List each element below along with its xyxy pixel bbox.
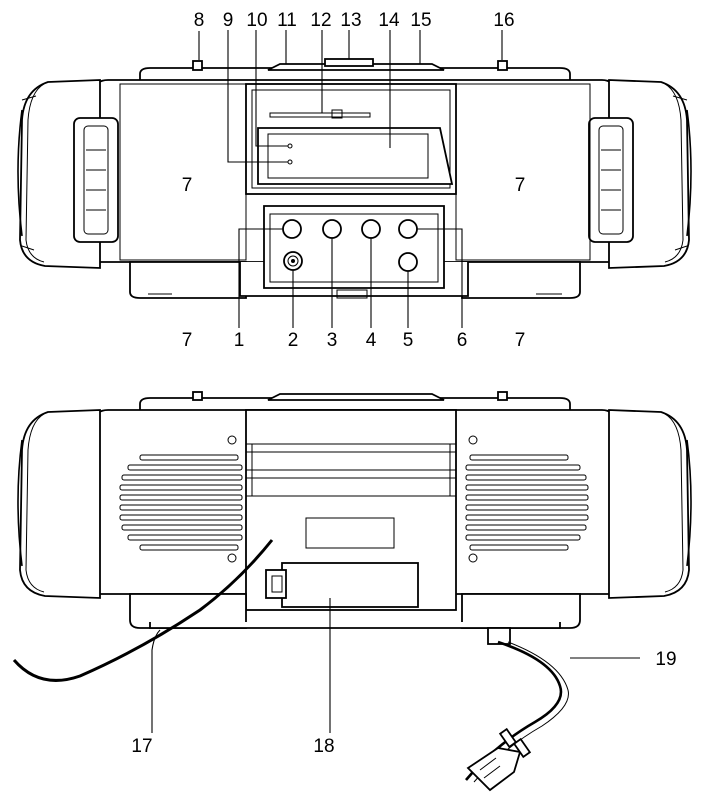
left-speaker-grille (119, 454, 243, 551)
callout-17: 17 (131, 736, 152, 757)
front-left-foot (129, 261, 247, 299)
right-handle-icon (588, 117, 634, 243)
callout-10: 10 (246, 10, 267, 31)
rear-view: 17 18 19 (12, 391, 692, 792)
callout-2: 2 (288, 330, 299, 351)
button-5-icon (398, 252, 418, 272)
callout-7-bottom-right: 7 (515, 330, 526, 351)
callout-7-left: 7 (182, 175, 193, 196)
battery-latch-icon (265, 569, 287, 599)
screw-icon (468, 553, 478, 563)
antenna-wire (12, 539, 274, 682)
cd-slot-icon (269, 112, 371, 118)
screw-icon (468, 435, 478, 445)
front-view: 8 9 10 11 12 13 14 15 16 7 7 1 2 3 4 5 6… (17, 10, 692, 351)
callout-7-right: 7 (515, 175, 526, 196)
rear-top-ridge (139, 397, 571, 413)
callout-4: 4 (366, 330, 377, 351)
top-control-bar (267, 63, 445, 71)
knob-16-icon (497, 60, 508, 71)
callout-11: 11 (277, 10, 297, 31)
callout-6: 6 (457, 330, 468, 351)
power-inlet-icon (487, 627, 511, 645)
front-right-foot (461, 261, 581, 299)
front-control-panel (263, 205, 445, 289)
front-top-ridge (139, 67, 571, 83)
top-button-13-icon (324, 58, 374, 67)
knob-8-icon (192, 60, 203, 71)
screw-icon (227, 553, 237, 563)
callout-14: 14 (378, 10, 400, 31)
button-6-icon (398, 219, 418, 239)
battery-door-icon (281, 562, 419, 608)
callout-5: 5 (403, 330, 414, 351)
callout-7-bottom-left: 7 (182, 330, 193, 351)
rear-left-end-cap (19, 409, 101, 599)
callout-1: 1 (234, 330, 245, 351)
rating-label-plate (305, 517, 395, 549)
callout-12: 12 (310, 10, 331, 31)
rear-right-foot (461, 593, 581, 629)
left-handle-icon (73, 117, 119, 243)
callout-15: 15 (410, 10, 431, 31)
right-speaker-grille (465, 454, 589, 551)
callout-19: 19 (655, 649, 676, 670)
power-plug-icon (466, 727, 532, 792)
screw-icon (227, 435, 237, 445)
rear-right-end-cap (608, 409, 690, 599)
jack-2-icon (283, 251, 303, 271)
button-3-icon (322, 219, 342, 239)
button-1-icon (282, 219, 302, 239)
callout-13: 13 (340, 10, 361, 31)
callout-3: 3 (327, 330, 338, 351)
callout-9: 9 (223, 10, 234, 31)
callout-18: 18 (313, 736, 334, 757)
button-4-icon (361, 219, 381, 239)
callout-8: 8 (194, 10, 205, 31)
display-screen (257, 127, 454, 185)
callout-16: 16 (493, 10, 514, 31)
